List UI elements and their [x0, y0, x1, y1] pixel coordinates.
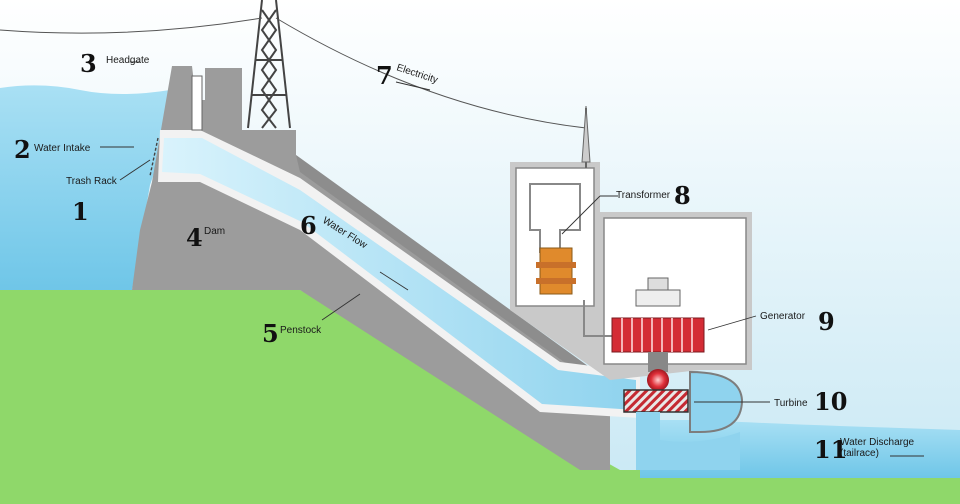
trash-rack-leader	[119, 159, 151, 181]
water-flow-arrow	[379, 271, 409, 291]
water-discharge-label: Water Discharge	[840, 437, 915, 448]
electricity-arrow	[395, 81, 431, 91]
power-line-left	[0, 17, 263, 34]
turbine-label: Turbine	[774, 398, 808, 409]
trash-rack-mesh	[149, 137, 159, 177]
penstock-number: 5	[262, 319, 279, 348]
dam-shade	[296, 155, 610, 395]
water-discharge-number: 11	[814, 435, 847, 464]
turbine-unit	[623, 369, 744, 470]
transformer-label: Transformer	[616, 190, 671, 201]
turbine-number: 10	[814, 387, 847, 416]
penstock-leader	[321, 293, 361, 321]
penstock-water	[162, 138, 636, 410]
transformer-arrow	[561, 195, 601, 235]
generator-leader	[707, 315, 757, 331]
headgate-gate	[191, 75, 203, 131]
generator-unit	[611, 277, 705, 372]
reservoir-number: 1	[72, 197, 89, 226]
water-intake-number: 2	[14, 135, 31, 164]
penstock-label: Penstock	[280, 325, 322, 336]
transformer-unit	[536, 247, 576, 295]
trash-rack-label: Trash Rack	[66, 176, 118, 187]
headgate-label: Headgate	[106, 55, 150, 66]
water-discharge-sublabel: (tailrace)	[840, 448, 879, 459]
generator-label: Generator	[760, 311, 806, 322]
water-intake-label: Water Intake	[34, 143, 91, 154]
electricity-number: 7	[376, 61, 393, 90]
dam-label: Dam	[204, 226, 225, 237]
generator-number: 9	[818, 307, 835, 336]
power-line-right	[275, 17, 587, 129]
transformer-number: 8	[674, 181, 691, 210]
headgate-number: 3	[80, 49, 97, 78]
reservoir-water	[0, 85, 172, 290]
dam-number: 4	[186, 223, 203, 252]
transmission-tower	[247, 0, 291, 129]
water-flow-number: 6	[300, 211, 317, 240]
